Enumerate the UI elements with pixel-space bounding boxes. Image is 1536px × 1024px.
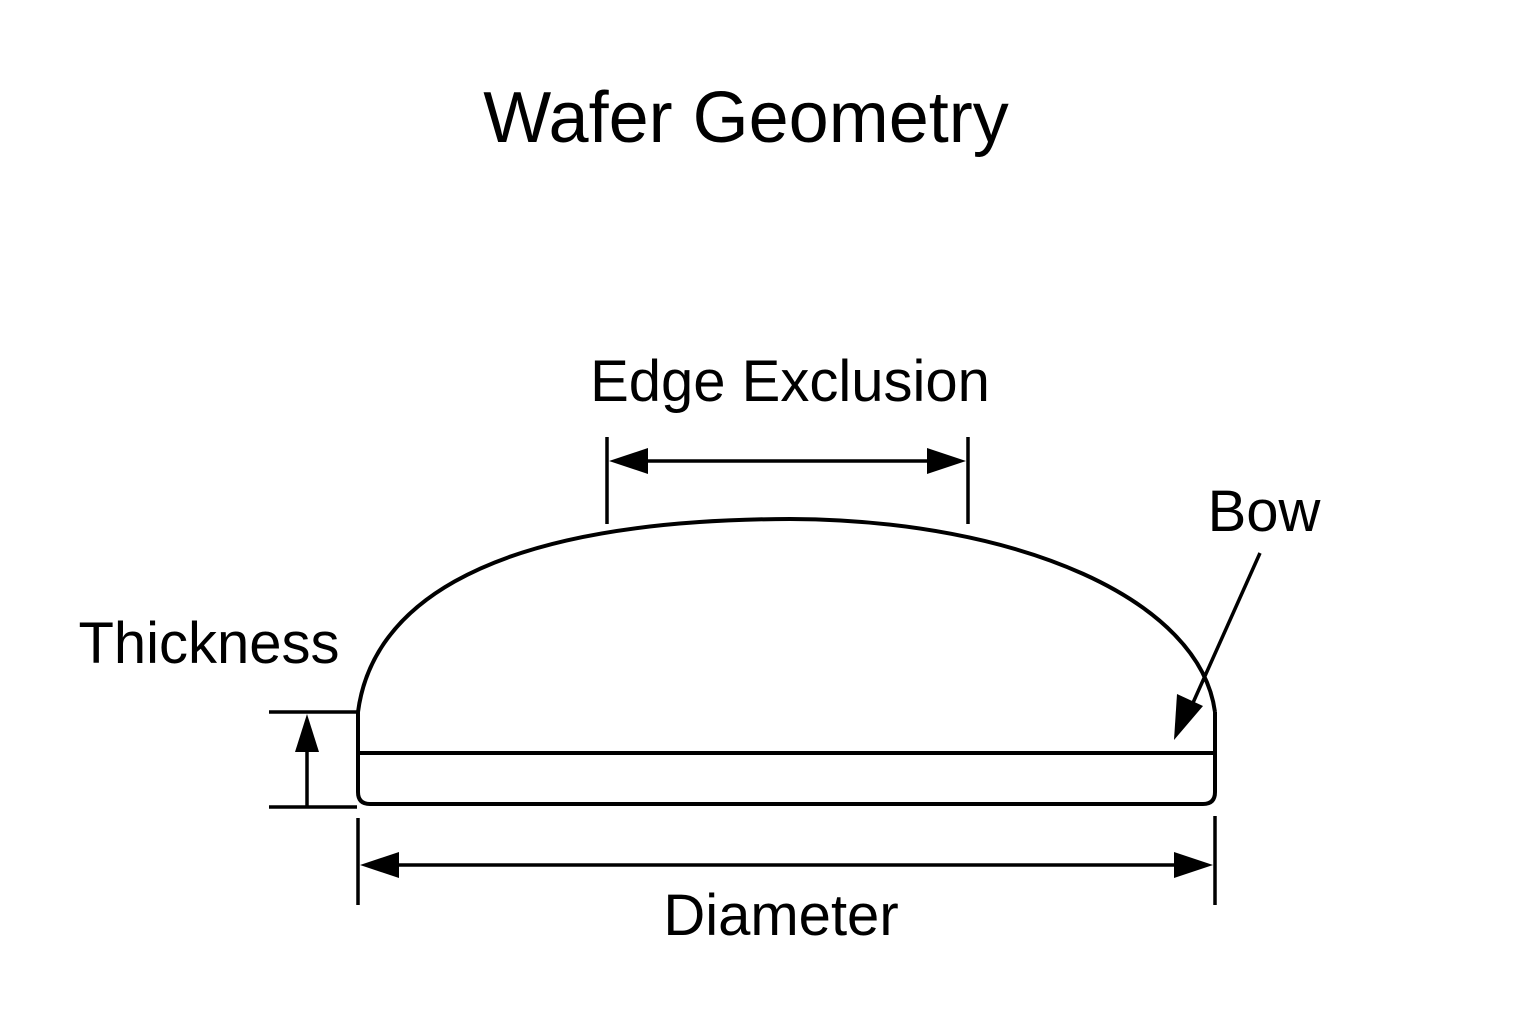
diameter-label: Diameter [663,883,898,948]
bow-arrow-icon [1174,694,1203,740]
edge-exclusion-arrow-left-icon [609,448,648,474]
bow-leader-line [1190,552,1262,706]
edge-exclusion-label: Edge Exclusion [590,349,990,414]
diameter-arrow-right-icon [1174,852,1213,878]
diameter-arrow-left-icon [360,852,399,878]
diagram-title: Wafer Geometry [483,78,1008,158]
bow-label: Bow [1208,479,1322,544]
wafer-body [356,712,1217,806]
thickness-arrow-icon [295,714,319,752]
edge-exclusion-arrow-right-icon [927,448,966,474]
wafer-bow-outline [356,516,1217,713]
thickness-label: Thickness [78,611,339,676]
